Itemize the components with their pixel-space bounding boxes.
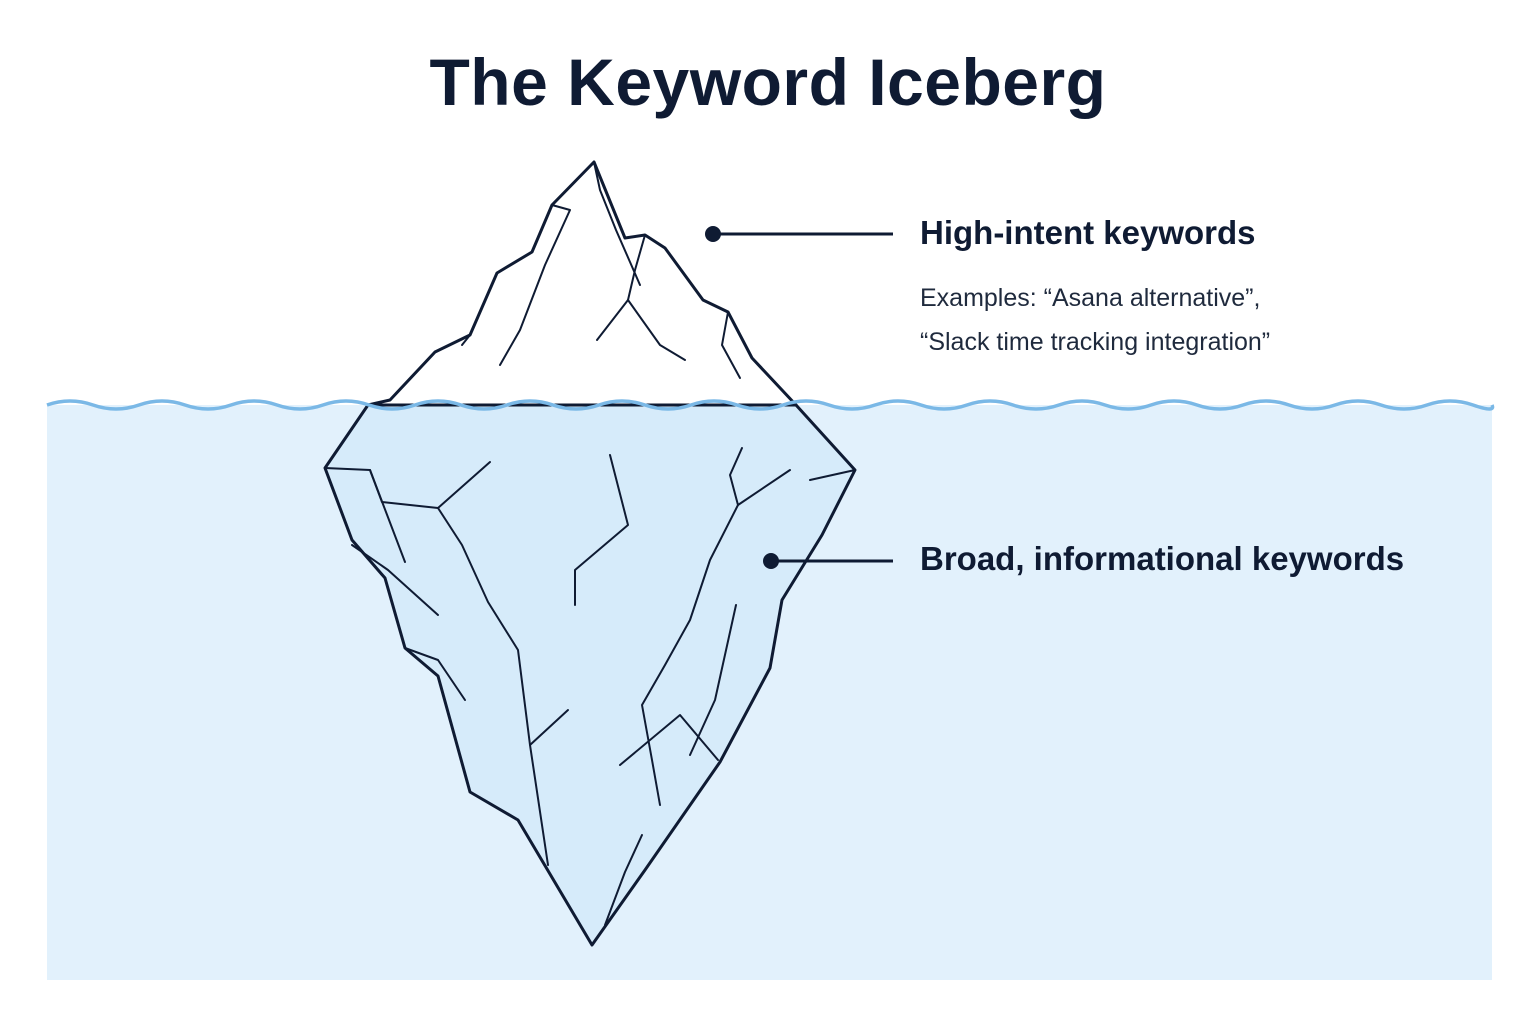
callout-dot-bottom — [763, 553, 779, 569]
iceberg-tip — [366, 160, 798, 407]
page-title: The Keyword Iceberg — [429, 45, 1107, 119]
iceberg-facets — [324, 161, 856, 926]
high-intent-examples: Examples: “Asana alternative”, “Slack ti… — [920, 276, 1270, 364]
broad-informational-label: Broad, informational keywords — [920, 540, 1405, 577]
callout-top — [705, 226, 893, 242]
high-intent-label: High-intent keywords — [920, 214, 1256, 251]
examples-line-2: “Slack time tracking integration” — [920, 328, 1271, 356]
callout-dot-top — [705, 226, 721, 242]
iceberg-underwater — [323, 403, 857, 947]
examples-line-1: Examples: “Asana alternative”, — [920, 284, 1261, 312]
callout-bottom — [763, 553, 893, 569]
waterline — [46, 399, 1495, 411]
